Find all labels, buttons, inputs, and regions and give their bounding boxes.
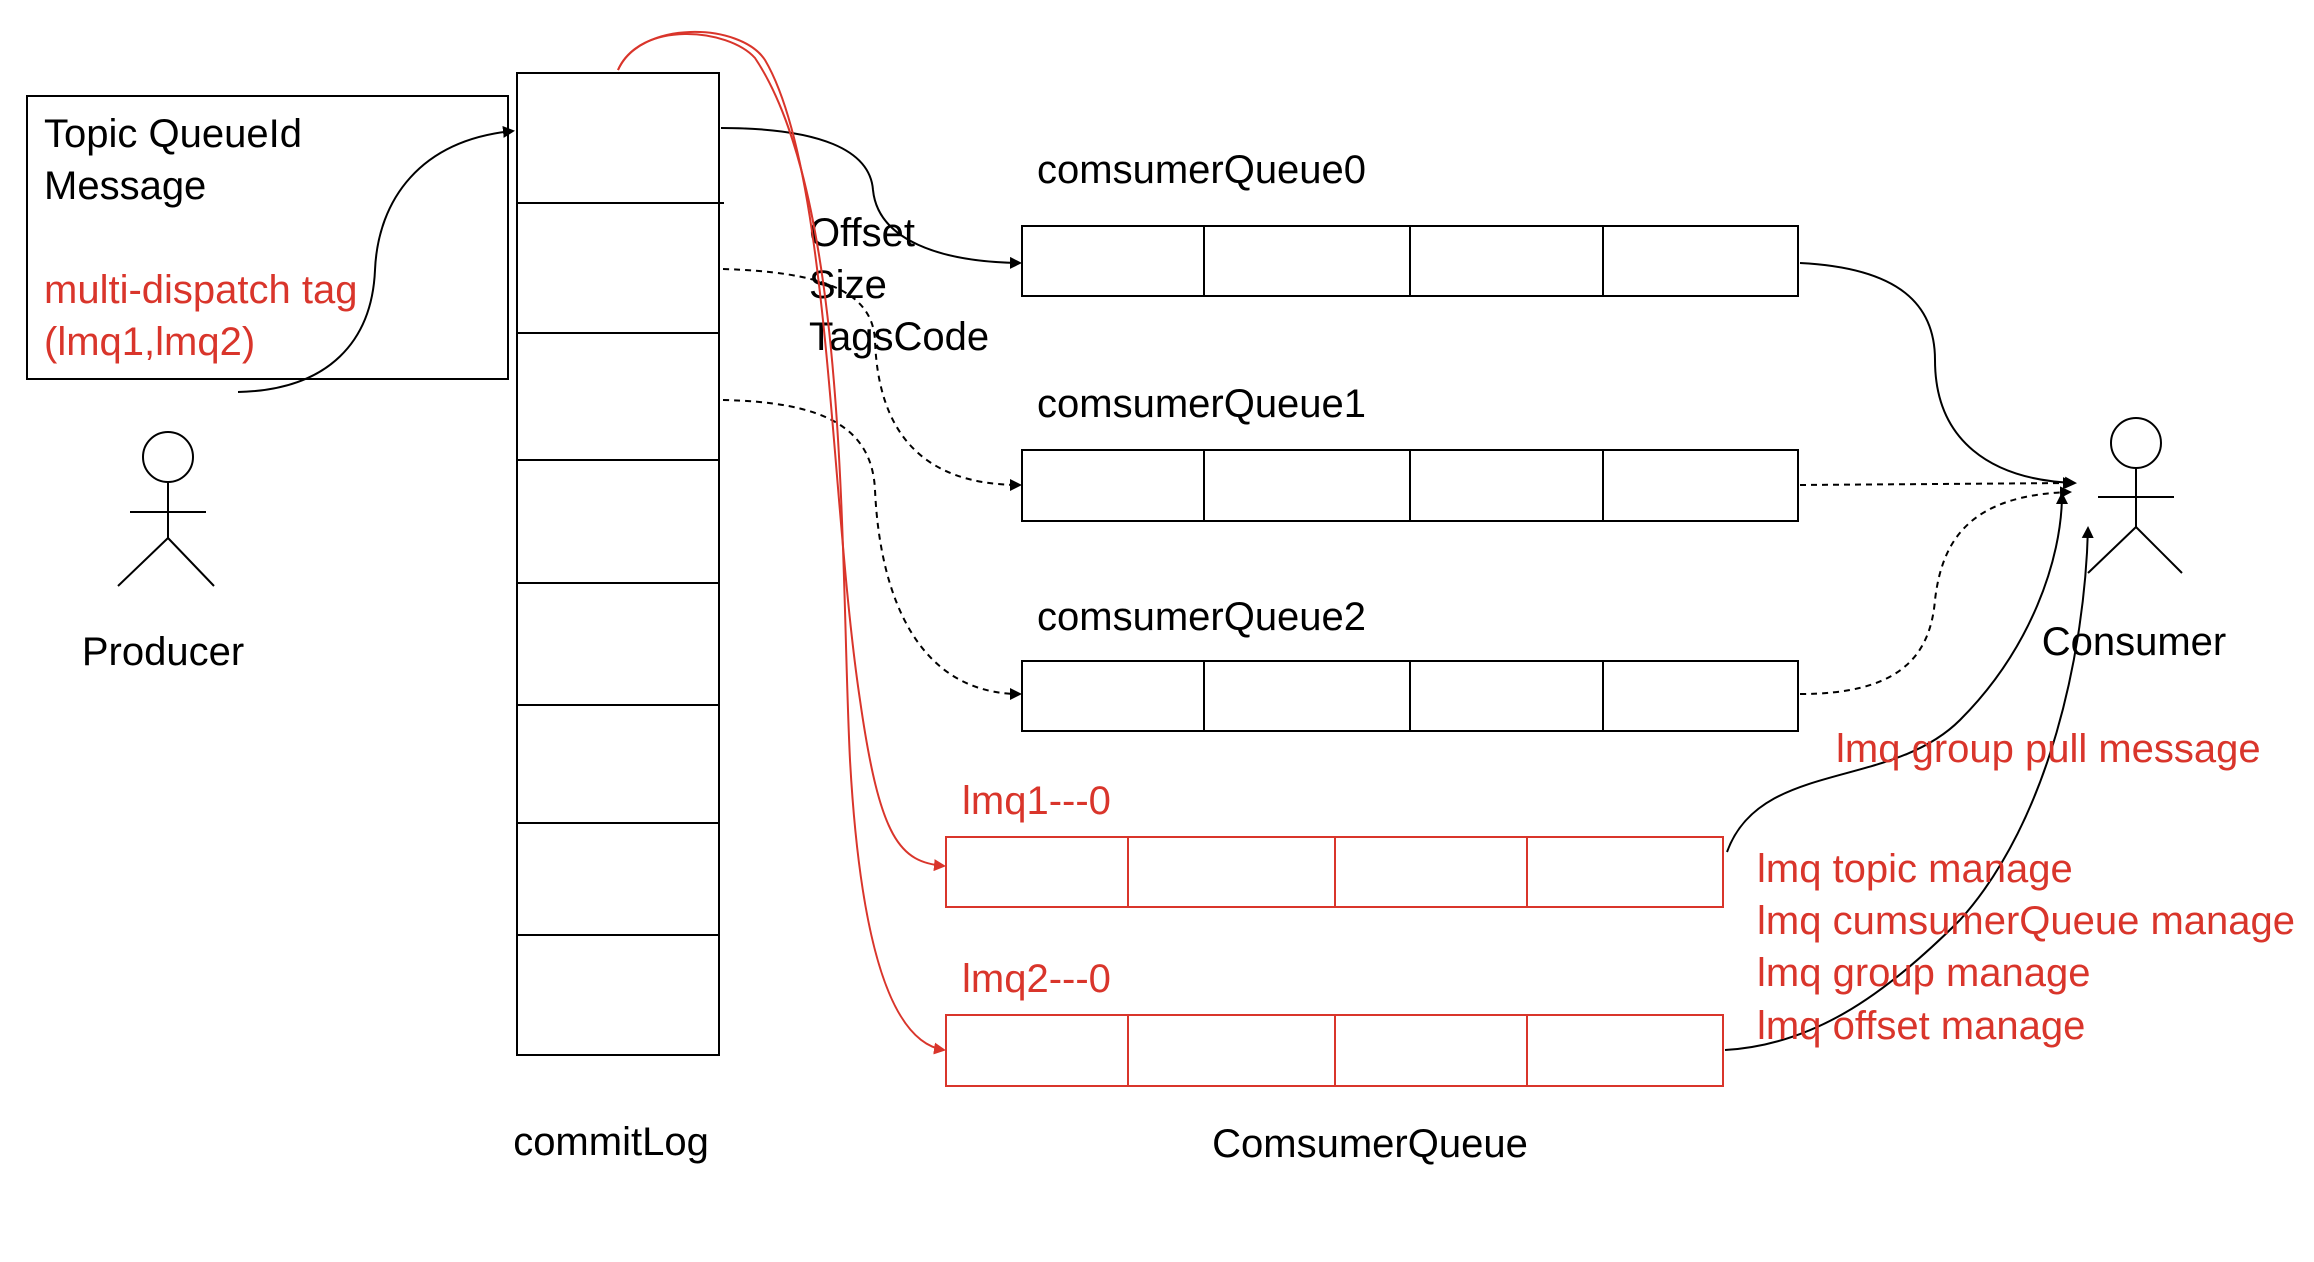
consumer-actor-icon	[2087, 417, 2183, 574]
queue1-box	[1021, 449, 1799, 522]
lmq-manage-group: lmq group manage	[1757, 951, 2091, 995]
dispatch-arrow-queue2	[722, 399, 1022, 700]
message-header-text: Topic QueueId	[44, 112, 302, 156]
consumer-label: Consumer	[2042, 620, 2227, 664]
lmq2-queue-box	[945, 1014, 1724, 1087]
multi-dispatch-tag-text: multi-dispatch tag	[44, 268, 357, 312]
dispatch-arrow-queue1	[722, 268, 1022, 491]
consumequeue-group-label: ComsumerQueue	[1212, 1122, 1528, 1166]
queue2-label: comsumerQueue2	[1037, 595, 1366, 639]
message-box: Topic QueueId Message multi-dispatch tag…	[26, 95, 509, 380]
message-body-text: Message	[44, 164, 206, 208]
producer-actor-icon	[117, 431, 215, 587]
lmq-pull-label: lmq group pull message	[1836, 727, 2261, 771]
queue1-label: comsumerQueue1	[1037, 382, 1366, 426]
lmq-manage-topic: lmq topic manage	[1757, 847, 2073, 891]
pull-arrow-lmq1	[1726, 492, 2068, 853]
lmq1-queue-box	[945, 836, 1724, 908]
lmq1-label: lmq1---0	[962, 779, 1111, 823]
field-tagscode: TagsCode	[809, 315, 989, 359]
dispatch-arrow-lmq2	[617, 33, 946, 1055]
commitlog-label: commitLog	[513, 1120, 709, 1164]
pull-arrow-queue0	[1799, 262, 2077, 489]
pull-arrow-queue1	[1799, 477, 2075, 490]
producer-label: Producer	[82, 630, 244, 674]
lmq-manage-queue: lmq cumsumerQueue manage	[1757, 899, 2295, 943]
lmq-list-text: (lmq1,lmq2)	[44, 320, 255, 364]
queue2-box	[1021, 660, 1799, 732]
queue0-box	[1021, 225, 1799, 297]
pull-arrow-lmq2	[1724, 526, 2094, 1051]
lmq-manage-offset: lmq offset manage	[1757, 1004, 2085, 1048]
commitlog-column	[516, 72, 724, 1056]
produce-arrow	[237, 125, 515, 393]
pull-arrow-queue2	[1799, 486, 2072, 695]
queue0-label: comsumerQueue0	[1037, 148, 1366, 192]
dispatch-arrow-lmq1	[617, 30, 946, 872]
dispatch-arrow-queue0	[720, 127, 1022, 269]
lmq2-label: lmq2---0	[962, 957, 1111, 1001]
